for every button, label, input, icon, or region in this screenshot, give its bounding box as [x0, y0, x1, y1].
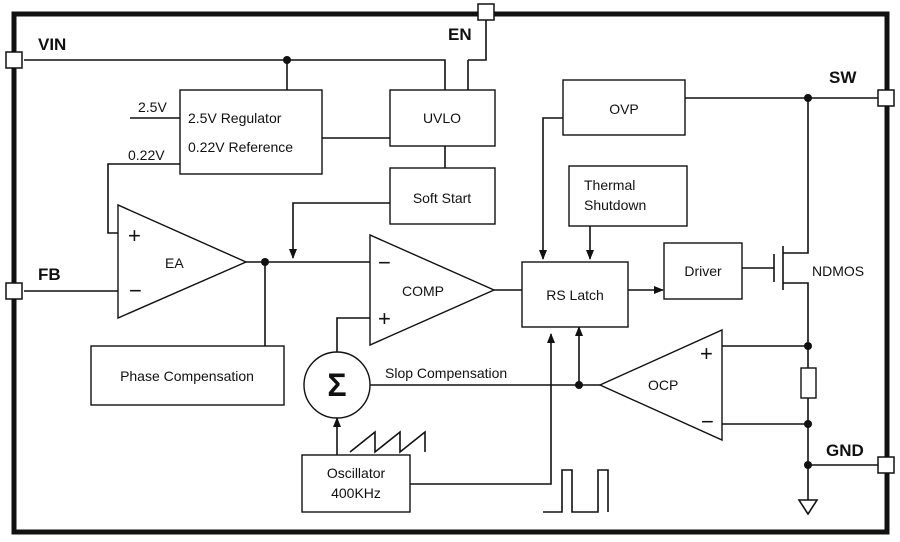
regulator-block: 2.5V Regulator 0.22V Reference — [179, 89, 323, 175]
pin-fb: FB — [5, 265, 61, 300]
pin-en: EN — [448, 3, 495, 44]
ovp-block: OVP — [562, 79, 686, 136]
ocp-plus-sign: + — [700, 341, 713, 366]
oscillator-block: Oscillator 400KHz — [301, 454, 411, 513]
error-amplifier: EA + − — [117, 203, 248, 320]
label-0v22: 0.22V — [128, 147, 165, 163]
summer-symbol: Σ — [327, 367, 346, 403]
summing-junction: Σ — [303, 351, 371, 419]
ea-plus-sign: + — [128, 223, 141, 248]
pin-vin-label: VIN — [38, 35, 66, 54]
junction-dots — [261, 56, 812, 469]
phase-compensation-label: Phase Compensation — [120, 368, 254, 384]
pin-sw: SW — [829, 68, 895, 107]
oscillator-label-2: 400KHz — [331, 485, 381, 501]
oscillator-label-1: Oscillator — [327, 465, 386, 481]
chip-outline — [11, 11, 890, 535]
thermal-label-2: Shutdown — [584, 197, 646, 213]
wires — [24, 20, 879, 500]
uvlo-block: UVLO — [389, 89, 496, 147]
regulator-label-1: 2.5V Regulator — [188, 110, 282, 126]
pin-fb-label: FB — [38, 265, 61, 284]
comp-comparator: COMP − + — [369, 233, 496, 347]
ea-minus-sign: − — [129, 278, 142, 303]
comp-label: COMP — [402, 283, 444, 299]
sense-resistor — [800, 367, 817, 399]
soft-start-label: Soft Start — [413, 190, 471, 206]
ndmos-label: NDMOS — [812, 263, 864, 279]
uvlo-label: UVLO — [423, 110, 461, 126]
ocp-minus-sign: − — [701, 409, 714, 434]
rs-latch-label: RS Latch — [546, 287, 604, 303]
ea-label: EA — [165, 255, 184, 271]
soft-start-block: Soft Start — [389, 167, 496, 225]
ocp-label: OCP — [648, 377, 678, 393]
pulse-waveform — [543, 469, 609, 513]
comp-plus-sign: + — [378, 306, 391, 331]
rs-latch-block: RS Latch — [521, 261, 629, 328]
label-2v5: 2.5V — [138, 99, 167, 115]
thermal-label-1: Thermal — [584, 177, 635, 193]
slope-compensation-label: Slop Compensation — [385, 365, 507, 381]
regulator-label-2: 0.22V Reference — [188, 139, 293, 155]
ground-symbol — [797, 499, 819, 516]
thermal-shutdown-block: Thermal Shutdown — [568, 165, 688, 227]
pin-en-label: EN — [448, 25, 472, 44]
pin-gnd: GND — [826, 441, 895, 474]
pin-sw-label: SW — [829, 68, 857, 87]
driver-block: Driver — [663, 242, 743, 300]
pin-vin: VIN — [5, 35, 66, 69]
ocp-comparator: OCP + − — [598, 328, 723, 442]
pin-gnd-label: GND — [826, 441, 864, 460]
sawtooth-waveform — [349, 430, 426, 454]
ovp-label: OVP — [609, 101, 639, 117]
phase-compensation-block: Phase Compensation — [90, 345, 285, 406]
driver-label: Driver — [684, 263, 722, 279]
comp-minus-sign: − — [378, 250, 391, 275]
